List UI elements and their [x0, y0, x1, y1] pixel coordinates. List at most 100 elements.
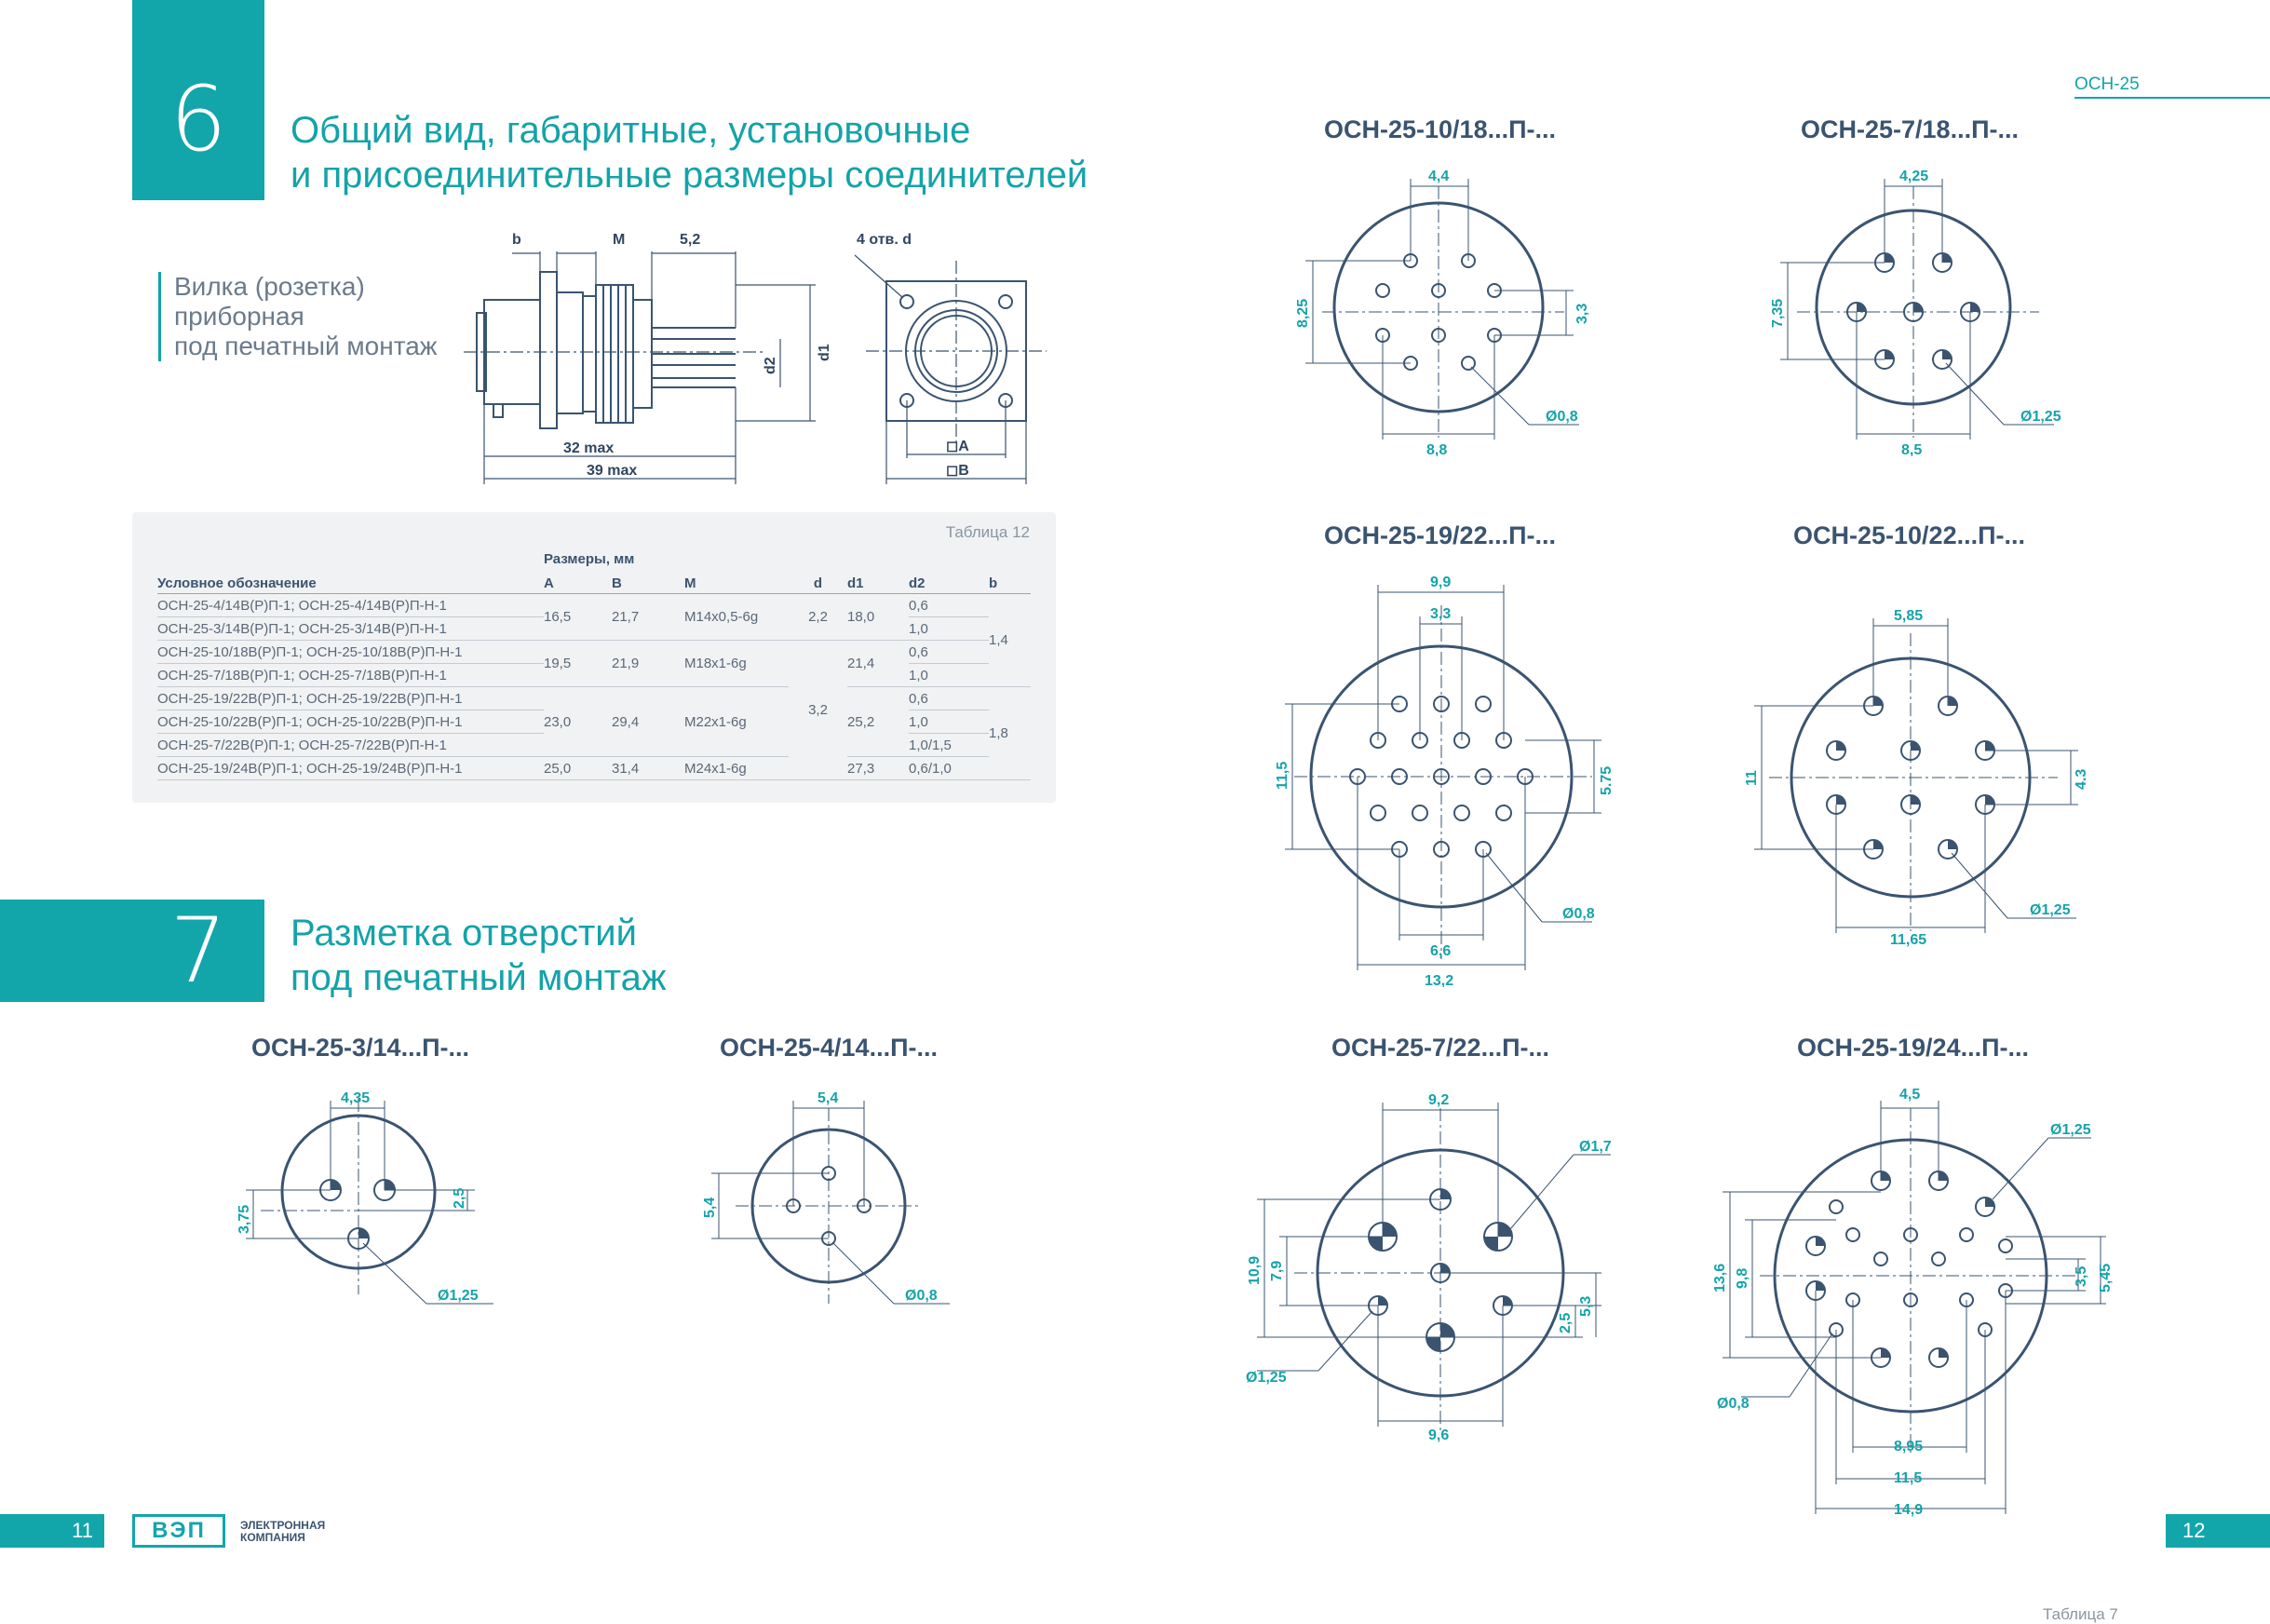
dim-32-max: 32 max [563, 440, 614, 456]
dim-b-square: ◻B [946, 463, 969, 479]
layout-7-22: 9,2 10,9 7,9 2,5 5,3 9,6 Ø1,75 Ø1,25 [1246, 1092, 1611, 1443]
page-number-right-text: 12 [2182, 1519, 2206, 1542]
layout-label-3-14: ОСН-25-3/14...П-... [251, 1034, 469, 1062]
header-rule [2074, 97, 2270, 99]
cell-d2: 1,0 [909, 710, 989, 734]
dim-right-inner: 2,5 [1558, 1313, 1574, 1333]
section-6-number: 6 [132, 0, 264, 200]
section-7-digit: 7 [169, 899, 227, 1003]
table-header-row: Условное обозначение A B M d d1 d2 b [157, 574, 1031, 594]
cell-b: 29,4 [612, 686, 684, 757]
page-number-left: 11 [0, 1514, 104, 1548]
dim-bottom-inner: 6,6 [1430, 943, 1451, 959]
dim-left: 11 [1744, 770, 1760, 786]
connector-drawing: b M 5,2 4 отв. d 32 max 39 max ◻A ◻B d1 … [464, 232, 1047, 484]
dim-right-inner: 3,5 [2074, 1266, 2089, 1287]
dim-right: 4,3 [2074, 769, 2086, 790]
cell-b: 31,4 [612, 756, 684, 780]
dim-diameter-large: Ø1,75 [1579, 1139, 1611, 1155]
layout-label-7-22: ОСН-25-7/22...П-... [1331, 1034, 1549, 1062]
cell-d: 3,2 [789, 640, 847, 780]
cell-a: 16,5 [544, 593, 612, 641]
dim-5-2: 5,2 [680, 232, 700, 248]
layout-10-22: 5,85 11 4,3 11,65 Ø1,25 [1744, 608, 2086, 948]
section-7-title-line1: Разметка отверстий [291, 913, 637, 954]
table-caption: Таблица 12 [945, 523, 1030, 541]
table-row: ОСН-25-10/22В(Р)П-1; ОСН-25-10/22В(Р)П-Н… [157, 710, 1031, 734]
table-row: ОСН-25-7/18В(Р)П-1; ОСН-25-7/18В(Р)П-Н-1… [157, 663, 1031, 687]
cell-d1: 25,2 [847, 686, 909, 757]
cell-m: M24x1-6g [684, 756, 789, 780]
layout-7-18: 4,25 7,35 8,5 Ø1,25 [1770, 169, 2061, 456]
dim-b: b [512, 232, 521, 248]
dim-bottom-outer: 13,2 [1425, 973, 1453, 987]
dim-diameter-small: Ø0,8 [1717, 1396, 1750, 1412]
dim-bottom-middle: 11,5 [1894, 1470, 1922, 1486]
col-designation: Условное обозначение [157, 574, 544, 594]
cell-d2: 0,6/1,0 [909, 756, 989, 780]
dim-top: 5,4 [817, 1090, 838, 1106]
table-row: ОСН-25-10/18В(Р)П-1; ОСН-25-10/18В(Р)П-Н… [157, 640, 1031, 780]
col-d1: d1 [847, 574, 909, 594]
dim-left-outer: 10,9 [1247, 1256, 1263, 1285]
dim-39-max: 39 max [587, 463, 637, 479]
col-a: A [544, 574, 612, 594]
table-row: ОСН-25-4/14В(Р)П-1; ОСН-25-4/14В(Р)П-Н-1… [157, 593, 1031, 687]
company-logo-text: ВЭП [152, 1518, 206, 1543]
dim-bottom: 8,5 [1901, 442, 1922, 456]
dim-bottom: 8,8 [1426, 442, 1447, 456]
cell-designation: ОСН-25-3/14В(Р)П-1; ОСН-25-3/14В(Р)П-Н-1 [157, 616, 544, 641]
cell-d1: 18,0 [847, 593, 909, 641]
dim-left: 11,5 [1275, 762, 1290, 790]
table-row: ОСН-25-3/14В(Р)П-1; ОСН-25-3/14В(Р)П-Н-1… [157, 616, 1031, 641]
cell-a: 25,0 [544, 756, 612, 780]
cell-b: 21,7 [612, 593, 684, 641]
cell-designation: ОСН-25-10/22В(Р)П-1; ОСН-25-10/22В(Р)П-Н… [157, 710, 544, 734]
page-number-left-text: 11 [72, 1519, 93, 1542]
dim-right: 2,5 [452, 1188, 467, 1209]
table-row: ОСН-25-7/22В(Р)П-1; ОСН-25-7/22В(Р)П-Н-1… [157, 733, 1031, 757]
layout-19-24: 4,5 13,6 9,8 3,5 5,45 8,95 11,5 14,9 Ø1,… [1712, 1087, 2114, 1518]
dim-left-outer: 13,6 [1712, 1264, 1728, 1292]
dim-top-outer: 9,9 [1430, 575, 1451, 590]
dim-diameter: Ø1,25 [438, 1288, 479, 1304]
section-7-number: 7 [0, 899, 264, 1003]
subtitle-line1: Вилка (розетка) [174, 272, 365, 301]
next-table-caption: Таблица 7 [2043, 1605, 2118, 1623]
dim-left: 7,35 [1770, 299, 1786, 328]
cell-designation: ОСН-25-19/22В(Р)П-1; ОСН-25-19/22В(Р)П-Н… [157, 686, 544, 710]
cell-d: 2,2 [789, 593, 847, 641]
cell-d1: 27,3 [847, 756, 909, 780]
dim-bottom: 9,6 [1428, 1428, 1449, 1443]
layout-label-19-22: ОСН-25-19/22...П-... [1324, 521, 1556, 549]
dim-diameter: Ø1,25 [2030, 902, 2071, 918]
cell-designation: ОСН-25-7/22В(Р)П-1; ОСН-25-7/22В(Р)П-Н-1 [157, 733, 544, 757]
layout-label-10-22: ОСН-25-10/22...П-... [1793, 521, 2025, 549]
dim-bottom: 11,65 [1890, 932, 1926, 948]
cell-m: M22x1-6g [684, 686, 789, 757]
dim-top: 4,35 [341, 1090, 370, 1106]
cell-m: M14x0,5-6g [684, 593, 789, 641]
product-subtitle: Вилка (розетка) приборная под печатный м… [158, 272, 438, 361]
dim-diameter: Ø0,8 [1546, 409, 1578, 425]
layout-4-14: 5,4 5,4 Ø0,8 [702, 1090, 950, 1305]
layout-10-18: 4,4 8,25 3,3 8,8 Ø0,8 [1295, 169, 1590, 456]
table-row: ОСН-25-19/24В(Р)П-1; ОСН-25-19/24В(Р)П-Н… [157, 756, 1031, 780]
dim-top: 9,2 [1428, 1092, 1449, 1108]
dim-m: M [613, 232, 625, 248]
dim-diameter: Ø0,8 [905, 1288, 938, 1304]
dim-left-inner: 7,9 [1269, 1261, 1285, 1281]
table-row: ОСН-25-19/22В(Р)П-1; ОСН-25-19/22В(Р)П-Н… [157, 686, 1031, 780]
section-7-title-line2: под печатный монтаж [291, 957, 667, 998]
layout-3-14: 4,35 3,75 2,5 Ø1,25 [236, 1090, 493, 1305]
cell-a: 23,0 [544, 686, 612, 757]
dim-right-outer: 5,3 [1578, 1296, 1594, 1317]
cell-d2: 0,6 [909, 640, 989, 664]
layout-label-19-24: ОСН-25-19/24...П-... [1797, 1034, 2029, 1062]
dim-diameter-small: Ø1,25 [1246, 1370, 1287, 1386]
col-b: B [612, 574, 684, 594]
dim-a: ◻A [946, 439, 969, 454]
dimensions-table: Условное обозначение A B M d d1 d2 b ОСН… [157, 574, 1031, 780]
cell-d2: 1,0/1,5 [909, 733, 989, 757]
company-name: ЭЛЕКТРОННАЯ КОМПАНИЯ [240, 1520, 325, 1544]
